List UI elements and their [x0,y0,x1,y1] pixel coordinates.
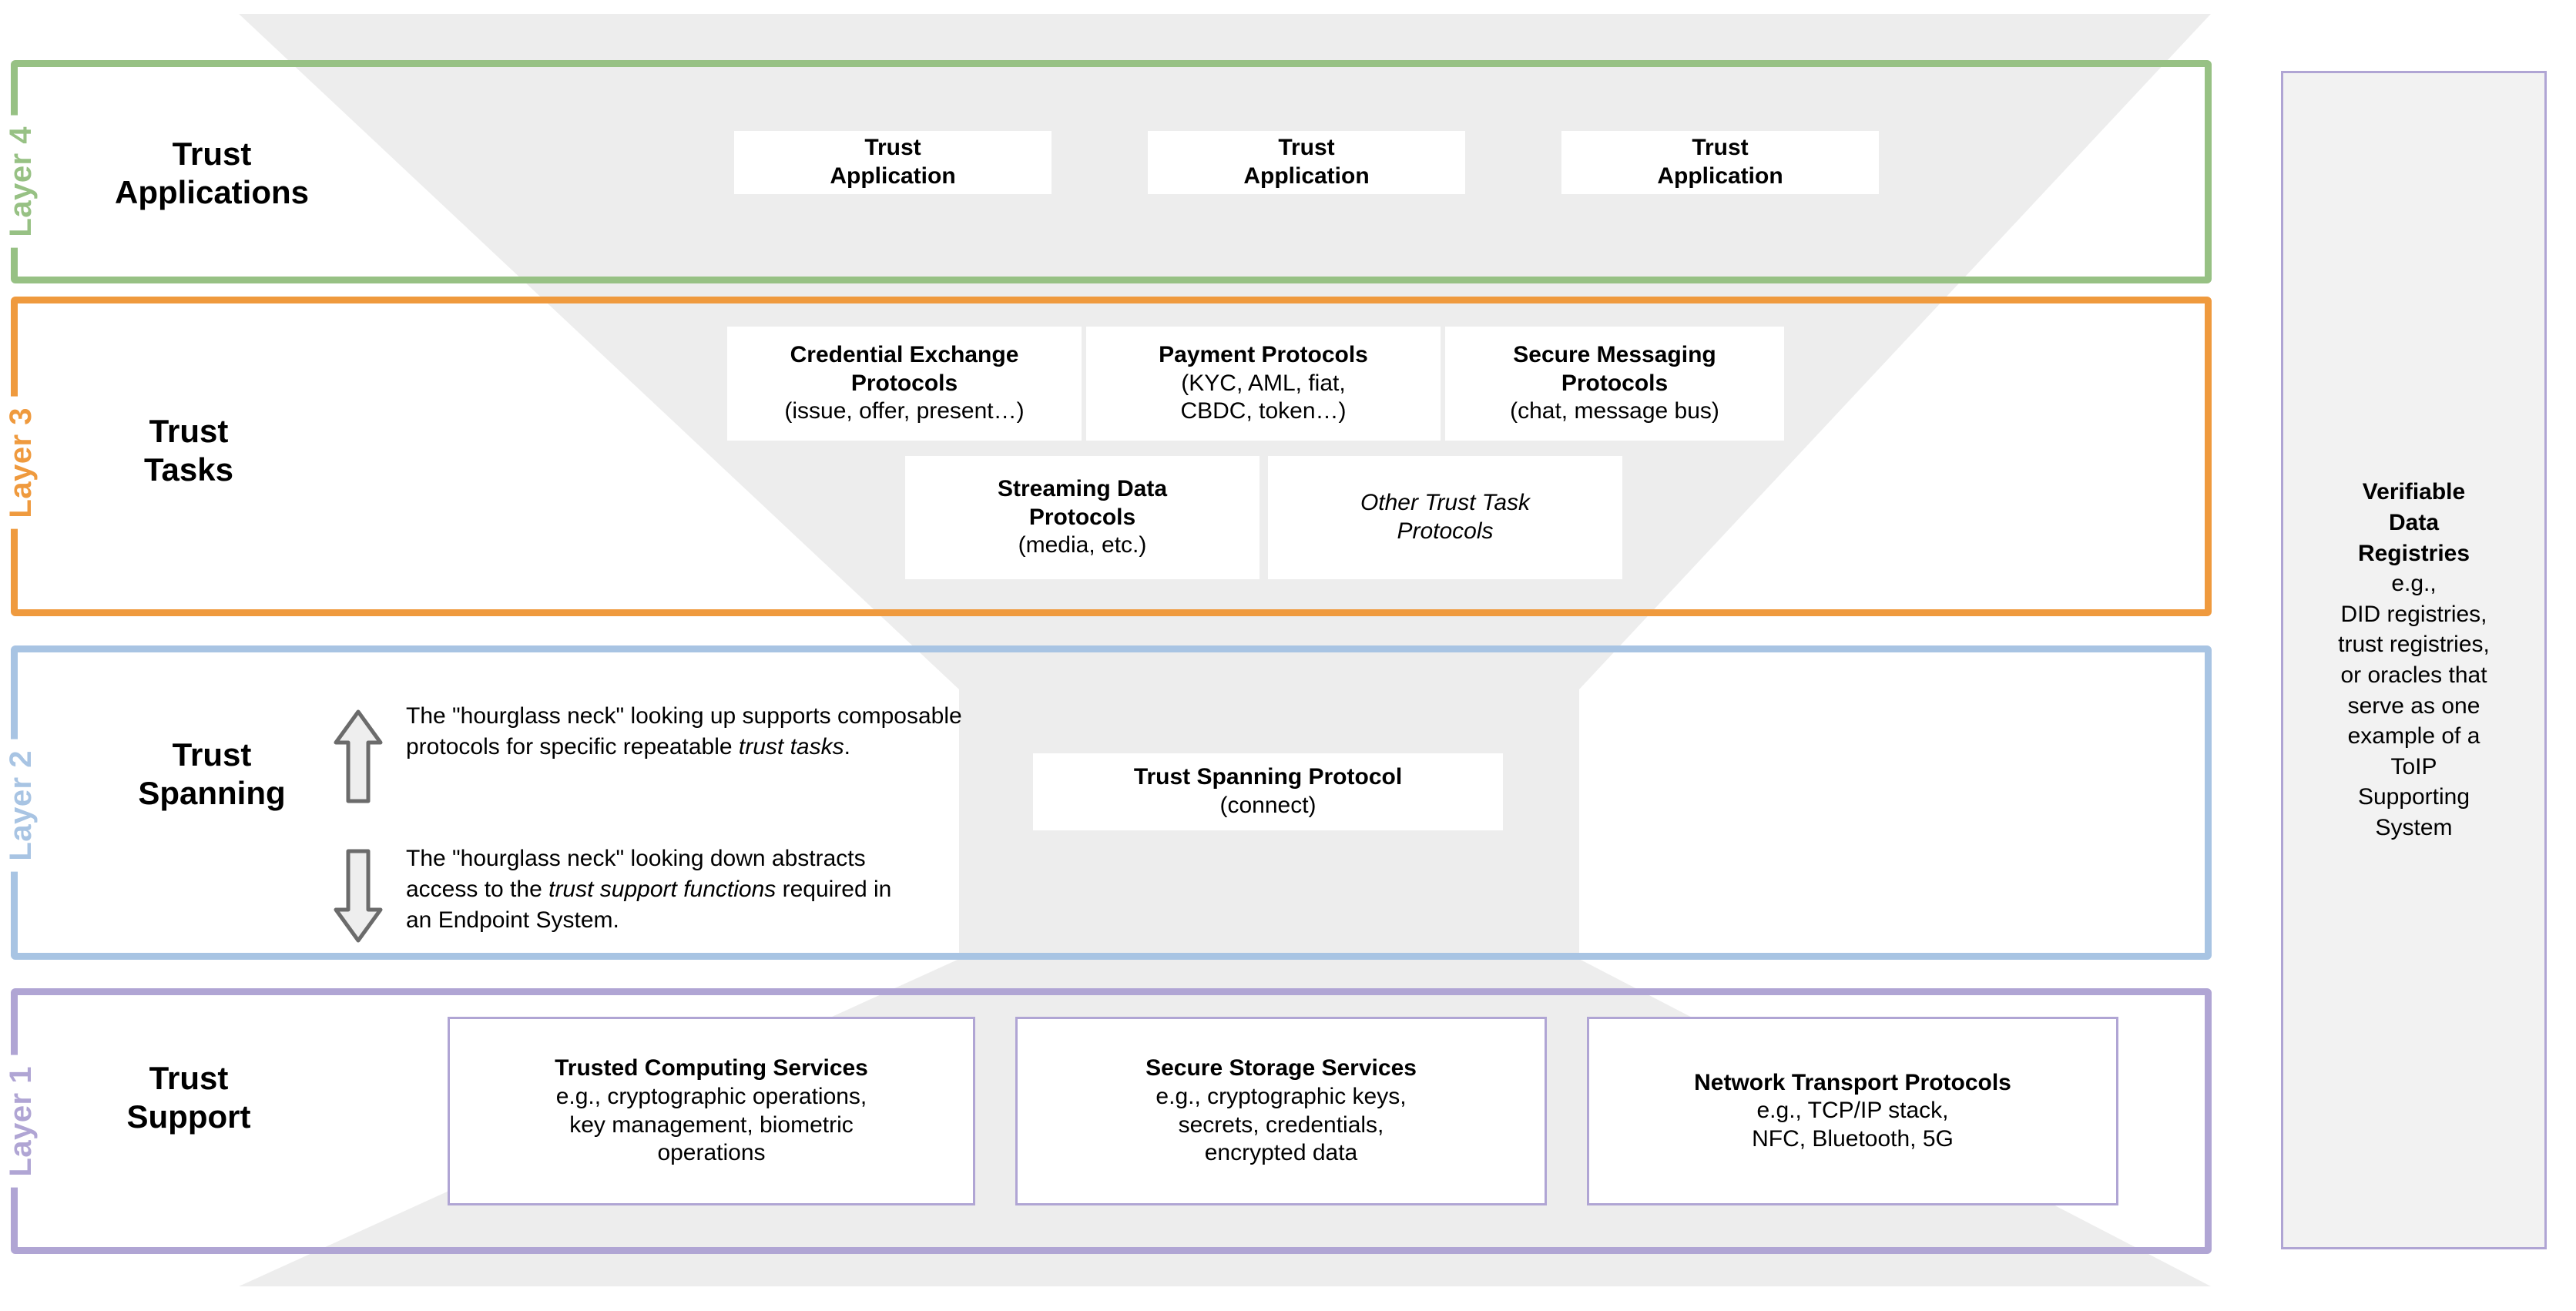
vdr-head-line2: Data [2388,510,2440,536]
card-head-line2: Protocols [1561,370,1669,396]
other-trust-task-protocols-card[interactable]: Other Trust Task Protocols [1268,456,1622,579]
card-head-line2: Protocols [1028,504,1136,530]
vdr-body-line4: or oracles that [2340,662,2487,688]
card-head-line2: Application [1243,163,1370,189]
layer-1-title: Trust Support [62,1059,316,1135]
vdr-body-line5: serve as one [2347,692,2480,719]
vdr-body-line6: example of a [2347,723,2480,749]
card-sub-line1: e.g., cryptographic keys, [1156,1083,1407,1109]
vdr-body-line3: trust registries, [2338,632,2490,658]
card-sub-line2: CBDC, token…) [1180,398,1347,424]
hourglass-neck-down-note: The "hourglass neck" looking down abstra… [406,843,899,936]
trust-application-card-3[interactable]: Trust Application [1561,131,1879,194]
card-head-line1: Trusted Computing Services [555,1055,868,1081]
card-head-line2: Protocols [850,370,958,396]
card-head-line1: Trust [864,135,921,161]
card-head-line2: Application [1657,163,1783,189]
card-sub-line1: (chat, message bus) [1510,398,1719,424]
card-sub-line3: encrypted data [1204,1140,1358,1166]
layer-3-title-line1: Trust [149,413,229,449]
layer-3-title: Trust Tasks [62,412,316,488]
card-sub-line1: e.g., TCP/IP stack, [1756,1098,1949,1124]
note-up-seg3: . [844,733,850,759]
credential-exchange-protocols-card[interactable]: Credential Exchange Protocols (issue, of… [727,327,1082,441]
layer-4-tag: Layer 4 [4,116,39,248]
layer-1-title-line1: Trust [149,1060,229,1096]
card-sub-line1: (connect) [1219,793,1317,818]
card-sub-line1: (media, etc.) [1018,532,1147,558]
trust-application-card-2[interactable]: Trust Application [1148,131,1465,194]
note-up-emphasis: trust tasks [738,733,844,759]
card-head-line1: Credential Exchange [790,342,1019,368]
layer-2-tag: Layer 2 [4,739,39,872]
network-transport-protocols-card[interactable]: Network Transport Protocols e.g., TCP/IP… [1587,1017,2118,1205]
layer-1-title-line2: Support [126,1098,251,1135]
note-up-seg1: The "hourglass neck" looking up supports… [406,703,962,759]
trusted-computing-services-card[interactable]: Trusted Computing Services e.g., cryptog… [448,1017,975,1205]
card-head-line1: Secure Messaging [1513,342,1716,368]
arrow-down-icon [334,849,383,943]
hourglass-neck-up-note: The "hourglass neck" looking up supports… [406,701,1015,763]
vdr-head-line3: Registries [2357,540,2470,566]
card-sub-line1: e.g., cryptographic operations, [555,1083,867,1109]
card-head-line1: Secure Storage Services [1145,1055,1417,1081]
card-italic-line1: Other Trust Task [1360,490,1531,516]
card-head-line1: Payment Protocols [1159,342,1368,368]
trust-application-card-1[interactable]: Trust Application [734,131,1052,194]
note-down-seg1: The "hourglass neck" looking down abstra… [406,846,866,902]
layer-2-title-line1: Trust [172,736,252,773]
arrow-up-icon [334,709,383,803]
vdr-body-line2: DID registries, [2340,601,2487,627]
card-sub-line3: operations [657,1140,766,1166]
card-italic-line2: Protocols [1397,518,1494,544]
card-head-line1: Trust [1692,135,1749,161]
streaming-data-protocols-card[interactable]: Streaming Data Protocols (media, etc.) [905,456,1259,579]
secure-messaging-protocols-card[interactable]: Secure Messaging Protocols (chat, messag… [1445,327,1784,441]
card-head-line1: Network Transport Protocols [1694,1069,2011,1095]
layer-4-title: Trust Applications [62,135,362,211]
card-sub-line2: key management, biometric [569,1112,854,1138]
payment-protocols-card[interactable]: Payment Protocols (KYC, AML, fiat, CBDC,… [1086,327,1441,441]
note-down-emphasis: trust support functions [548,876,776,902]
layer-1-tag: Layer 1 [4,1055,39,1188]
secure-storage-services-card[interactable]: Secure Storage Services e.g., cryptograp… [1015,1017,1547,1205]
card-sub-line1: (KYC, AML, fiat, [1181,370,1346,396]
note-down-seg3: required in an Endpoint System. [406,876,892,933]
vdr-body-line7: ToIP [2390,753,2437,780]
vdr-body-line1: e.g., [2391,571,2437,597]
layer-3-tag: Layer 3 [4,397,39,529]
layer-4-title-line1: Trust [172,136,252,172]
card-sub-line1: (issue, offer, present…) [784,398,1025,424]
vdr-head-line1: Verifiable [2362,479,2466,505]
verifiable-data-registries-text: Verifiable Data Registries e.g., DID reg… [2338,477,2490,843]
layer-3-title-line2: Tasks [144,451,233,488]
card-head-line1: Trust Spanning Protocol [1133,764,1403,790]
layer-2-title-line2: Spanning [138,774,286,811]
card-sub-line2: secrets, credentials, [1178,1112,1384,1138]
card-head-line1: Trust [1278,135,1335,161]
vdr-body-line9: System [2375,814,2453,840]
card-sub-line2: NFC, Bluetooth, 5G [1752,1125,1954,1152]
vdr-body-line8: Supporting [2357,784,2470,810]
card-head-line1: Streaming Data [997,476,1168,502]
trust-spanning-protocol-card[interactable]: Trust Spanning Protocol (connect) [1033,753,1503,830]
verifiable-data-registries-panel[interactable]: Verifiable Data Registries e.g., DID reg… [2281,71,2547,1249]
layer-4-title-line2: Applications [114,173,310,210]
layer-2-title: Trust Spanning [62,736,362,812]
card-head-line2: Application [830,163,956,189]
